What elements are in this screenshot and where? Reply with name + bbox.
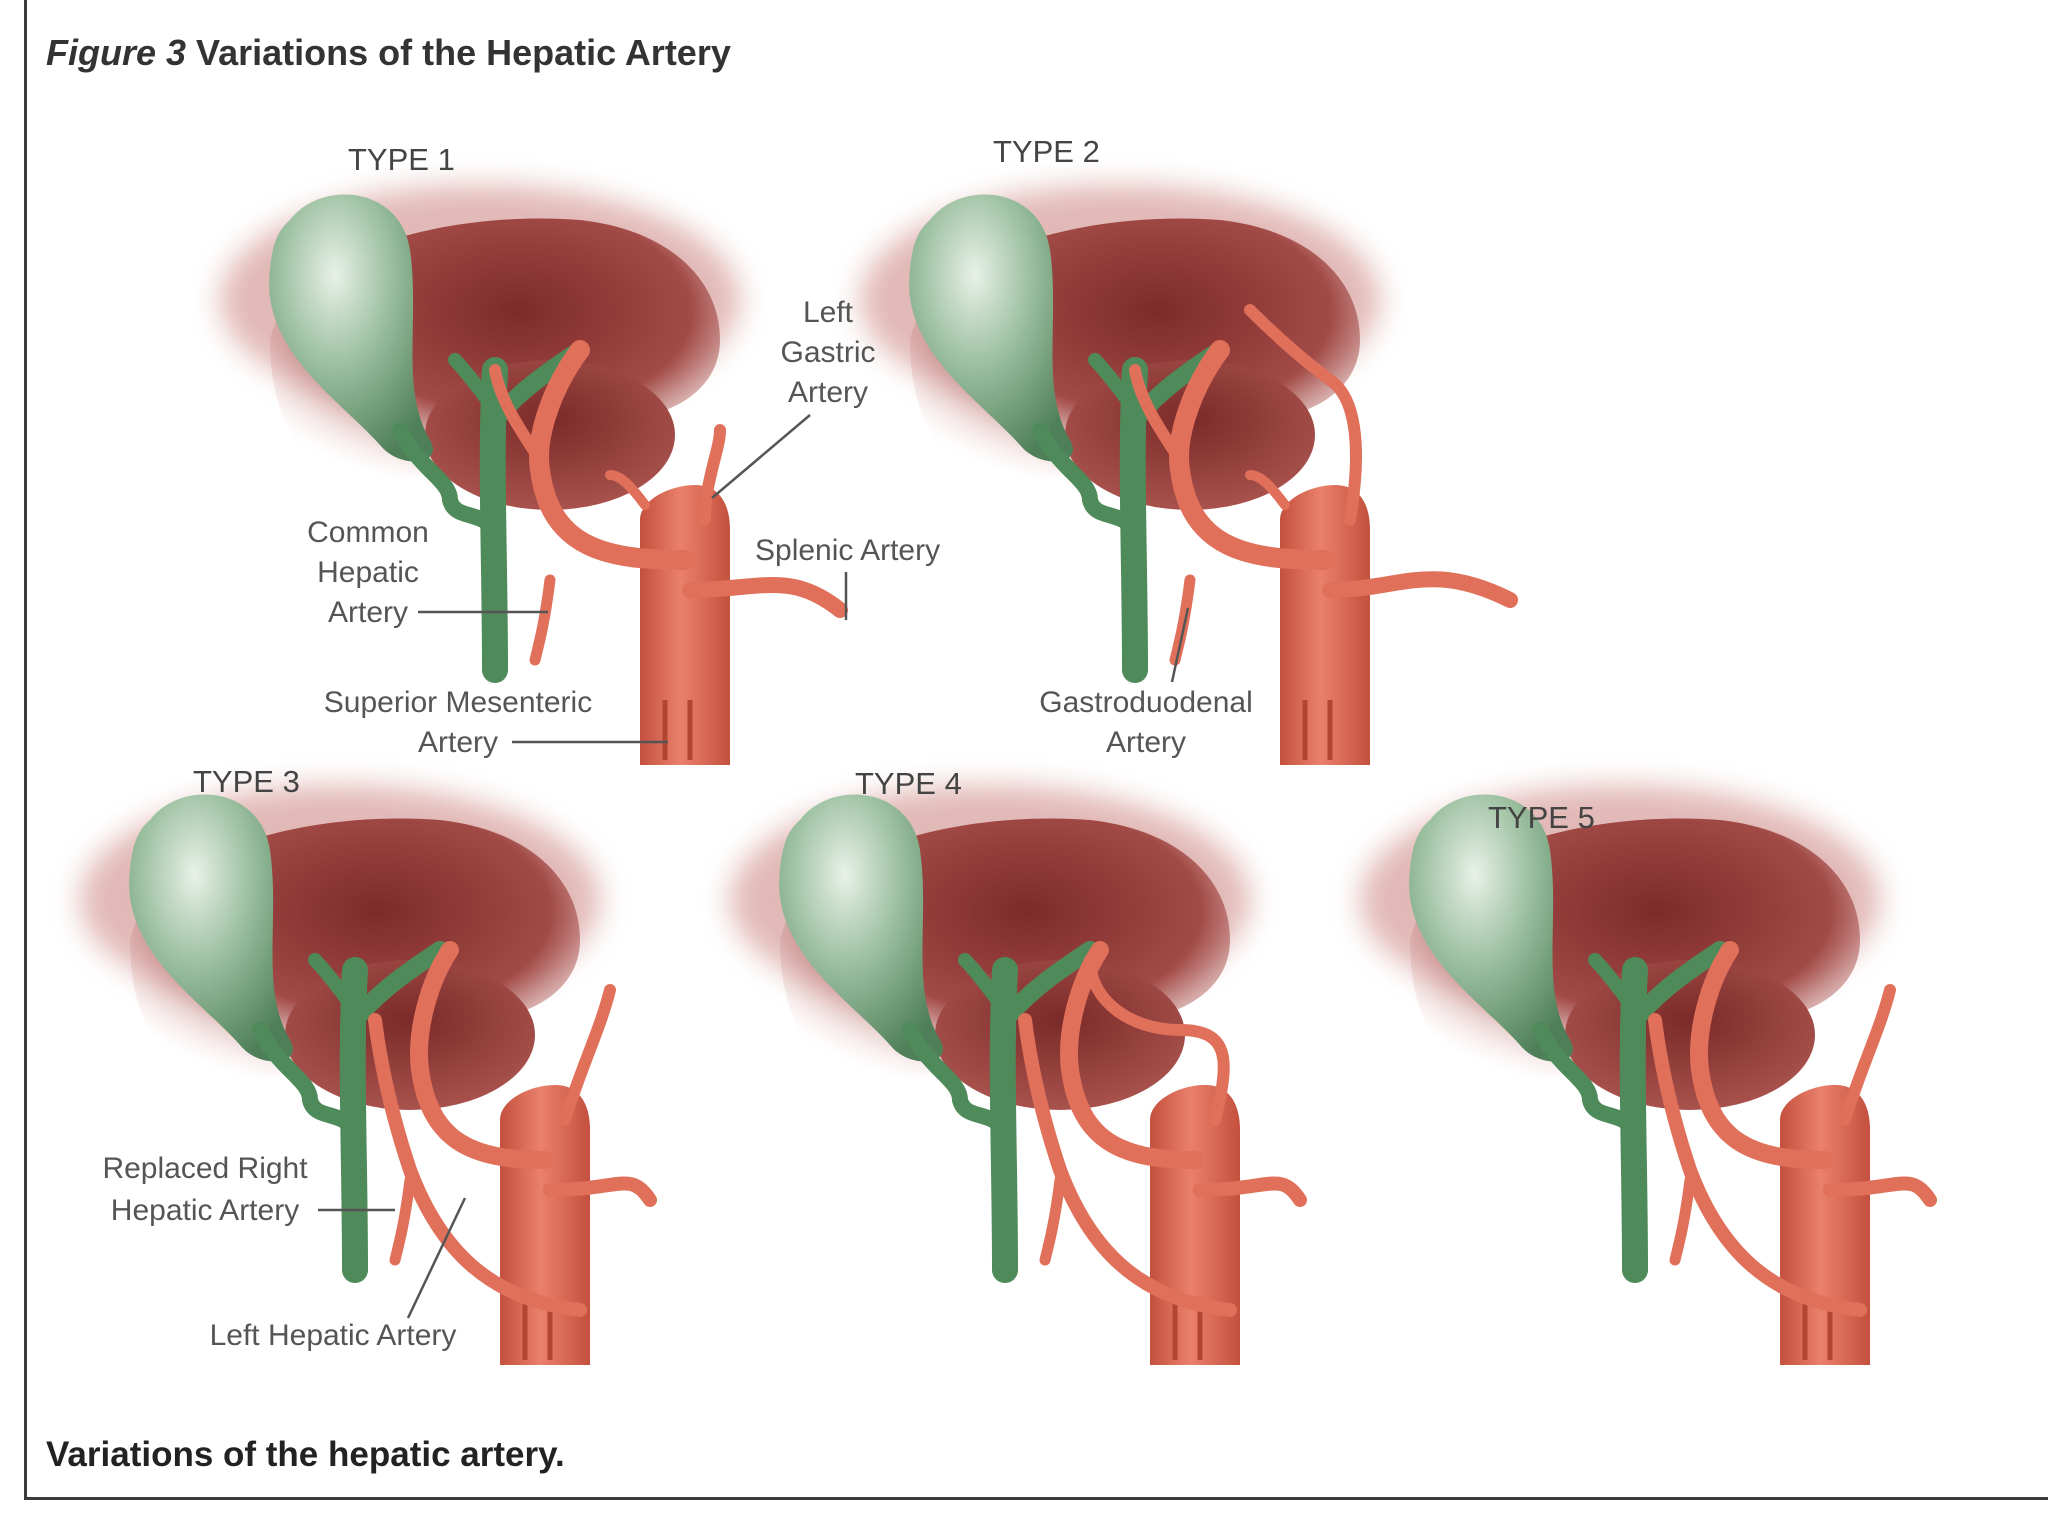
bottom-rule (24, 1497, 2048, 1500)
figure-number: Figure 3 (46, 32, 187, 73)
figure-title-text: Variations of the Hepatic Artery (196, 32, 731, 73)
common-hepatic-label-line1: Common (307, 516, 429, 549)
superior-mesenteric-label-line1: Superior Mesenteric (324, 686, 592, 719)
figure-caption: Variations of the hepatic artery. (46, 1435, 565, 1474)
splenic-label: Splenic Artery (755, 534, 940, 567)
left-hepatic-leader (406, 1197, 467, 1319)
type-2-panel (860, 185, 1518, 765)
type-4-panel (730, 785, 1307, 1365)
left-hepatic-label: Left Hepatic Artery (210, 1319, 457, 1352)
type-2-label: TYPE 2 (993, 134, 1100, 169)
type-3-label: TYPE 3 (193, 764, 300, 799)
type-4-label: TYPE 4 (855, 766, 962, 801)
gastroduodenal-label-line1: Gastroduodenal (1039, 686, 1253, 719)
left-gastric-label-line3: Artery (788, 376, 868, 409)
type-5-label: TYPE 5 (1488, 800, 1595, 835)
common-hepatic-label-line2: Hepatic (317, 556, 419, 589)
superior-mesenteric-label-line2: Artery (418, 726, 498, 759)
replaced-right-hepatic-label-line1: Replaced Right (102, 1152, 308, 1185)
gastroduodenal-leader (1170, 607, 1190, 683)
gastroduodenal-label-line2: Artery (1106, 726, 1186, 759)
type-3-panel (80, 785, 657, 1365)
figure-title: Figure 3 Variations of the Hepatic Arter… (46, 32, 731, 74)
type-1-label: TYPE 1 (348, 142, 455, 177)
left-gastric-leader (711, 414, 811, 499)
common-hepatic-label-line3: Artery (328, 596, 408, 629)
replaced-right-hepatic-label-line2: Hepatic Artery (111, 1194, 299, 1227)
type-1-panel (220, 185, 848, 765)
type-5-panel (1360, 785, 1937, 1365)
left-gastric-label-line1: Left (803, 296, 854, 329)
left-gastric-label-line2: Gastric (780, 336, 875, 369)
